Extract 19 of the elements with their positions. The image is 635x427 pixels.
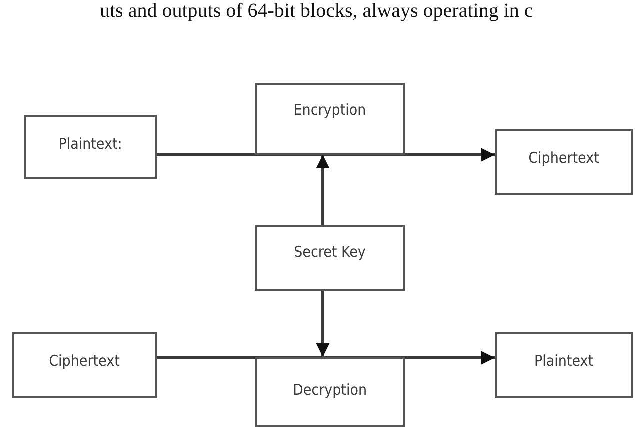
body-text: uts and outputs of 64-bit blocks, always operating in c	[100, 0, 534, 23]
box-label: Ciphertext	[528, 149, 600, 167]
arrow	[157, 351, 495, 365]
arrow	[157, 148, 495, 162]
box-label: Encryption	[292, 101, 368, 119]
box-label: Secret Key	[293, 243, 367, 261]
process-box	[12, 332, 157, 398]
process-box	[495, 332, 633, 398]
arrow	[316, 155, 330, 225]
process-box	[255, 225, 405, 291]
box-label: Decryption	[292, 381, 368, 399]
process-box	[255, 83, 405, 155]
process-box	[495, 129, 633, 195]
box-label: Plaintext:	[58, 135, 124, 153]
box-label: Ciphertext	[48, 352, 121, 370]
process-box	[255, 357, 405, 427]
arrow	[316, 291, 330, 357]
box-label: Plaintext	[533, 352, 595, 370]
process-box	[24, 115, 157, 179]
